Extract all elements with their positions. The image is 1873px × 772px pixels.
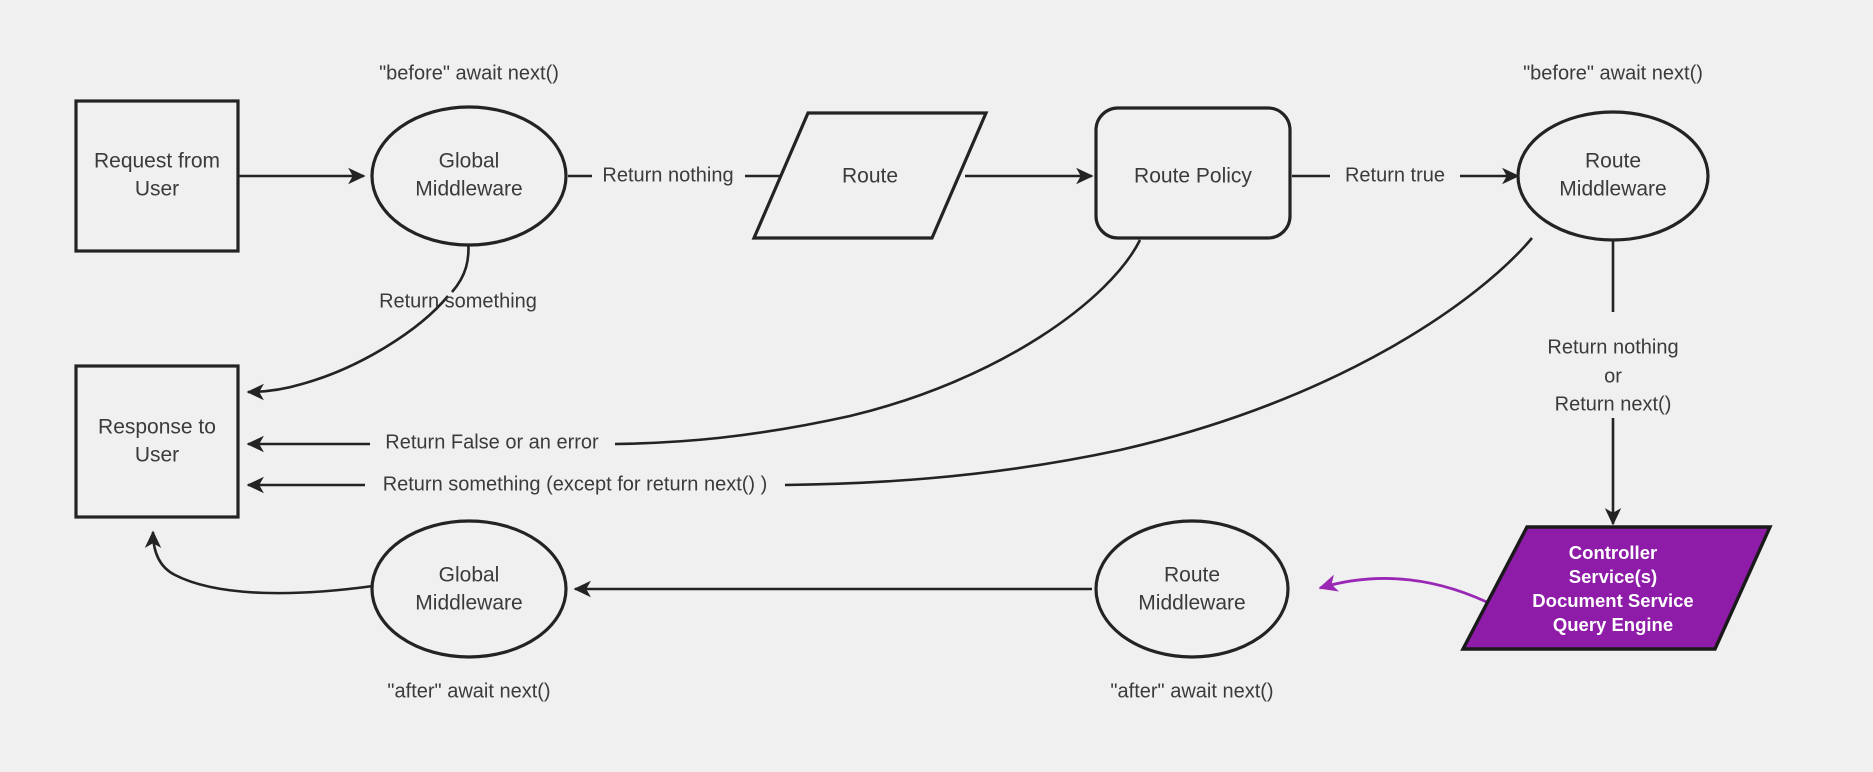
edge-controller-to-route-middleware-bottom <box>1318 574 1498 609</box>
route-label: Route <box>842 165 898 188</box>
controller-services-label-line3: Document Service <box>1532 590 1693 611</box>
edge-label-return-something-top: Return something <box>379 290 537 312</box>
request-from-user-label-line2: User <box>135 178 179 201</box>
global-middleware-bottom-label-line2: Middleware <box>415 592 522 615</box>
controller-services-shape <box>1460 525 1773 651</box>
node-route-middleware-top[interactable]: Route Middleware <box>1516 110 1710 242</box>
annotation-before-await-next-global: "before" await next() <box>379 62 559 84</box>
request-from-user-label-line1: Request from <box>94 150 220 173</box>
annotation-after-await-next-route: "after" await next() <box>1110 680 1273 702</box>
route-policy-shape <box>1094 106 1292 240</box>
route-policy-label: Route Policy <box>1134 165 1252 188</box>
annotation-before-await-next-route: "before" await next() <box>1523 62 1703 84</box>
controller-services-label-line2: Service(s) <box>1569 566 1657 587</box>
annotation-after-await-next-global: "after" await next() <box>387 680 550 702</box>
edge-global-middleware-bottom-to-response <box>144 530 374 595</box>
controller-services-label-line1: Controller <box>1569 542 1657 563</box>
route-middleware-bottom-label-line1: Route <box>1164 564 1220 587</box>
global-middleware-bottom-shape <box>370 519 568 659</box>
edge-label-return-false-or-error: Return False or an error <box>385 431 599 453</box>
edge-label-return-something-except: Return something (except for return next… <box>383 473 768 495</box>
global-middleware-top-label-line2: Middleware <box>415 178 522 201</box>
edge-global-middleware-return-something-stub <box>451 238 470 293</box>
route-middleware-bottom-label-line2: Middleware <box>1138 592 1245 615</box>
node-route-policy[interactable]: Route Policy <box>1094 106 1292 240</box>
node-response-to-user[interactable]: Response to User <box>74 364 240 519</box>
controller-services-label-line4: Query Engine <box>1553 614 1673 635</box>
node-global-middleware-bottom[interactable]: Global Middleware <box>370 519 568 659</box>
route-middleware-top-label-line2: Middleware <box>1559 178 1666 201</box>
edge-label-return-nothing: Return nothing <box>602 164 733 186</box>
request-from-user-shape <box>74 99 240 253</box>
edge-label-return-nothing-or-next-line1: Return nothing <box>1547 336 1678 358</box>
edge-route-policy-return-false-right <box>614 239 1142 446</box>
edge-route-middleware-return-something-right <box>784 237 1533 487</box>
node-request-from-user[interactable]: Request from User <box>74 99 240 253</box>
route-shape <box>751 111 989 240</box>
route-middleware-top-label-line1: Route <box>1585 150 1641 173</box>
route-middleware-bottom-shape <box>1094 519 1290 659</box>
edge-label-return-true: Return true <box>1345 164 1445 186</box>
global-middleware-bottom-label-line1: Global <box>439 564 500 587</box>
route-middleware-top-shape <box>1516 110 1710 242</box>
node-route-middleware-bottom[interactable]: Route Middleware <box>1094 519 1290 659</box>
response-to-user-shape <box>74 364 240 519</box>
response-to-user-label-line1: Response to <box>98 416 216 439</box>
node-route[interactable]: Route <box>751 111 989 240</box>
global-middleware-top-label-line1: Global <box>439 150 500 173</box>
node-controller-services[interactable]: Controller Service(s) Document Service Q… <box>1460 525 1773 651</box>
node-global-middleware-top[interactable]: Global Middleware <box>370 105 568 247</box>
global-middleware-top-shape <box>370 105 568 247</box>
edge-label-return-nothing-or-next-line2: or <box>1604 365 1622 387</box>
edge-label-return-nothing-or-next-line3: Return next() <box>1555 393 1672 415</box>
response-to-user-label-line2: User <box>135 444 179 467</box>
edge-global-middleware-to-response <box>246 295 450 401</box>
